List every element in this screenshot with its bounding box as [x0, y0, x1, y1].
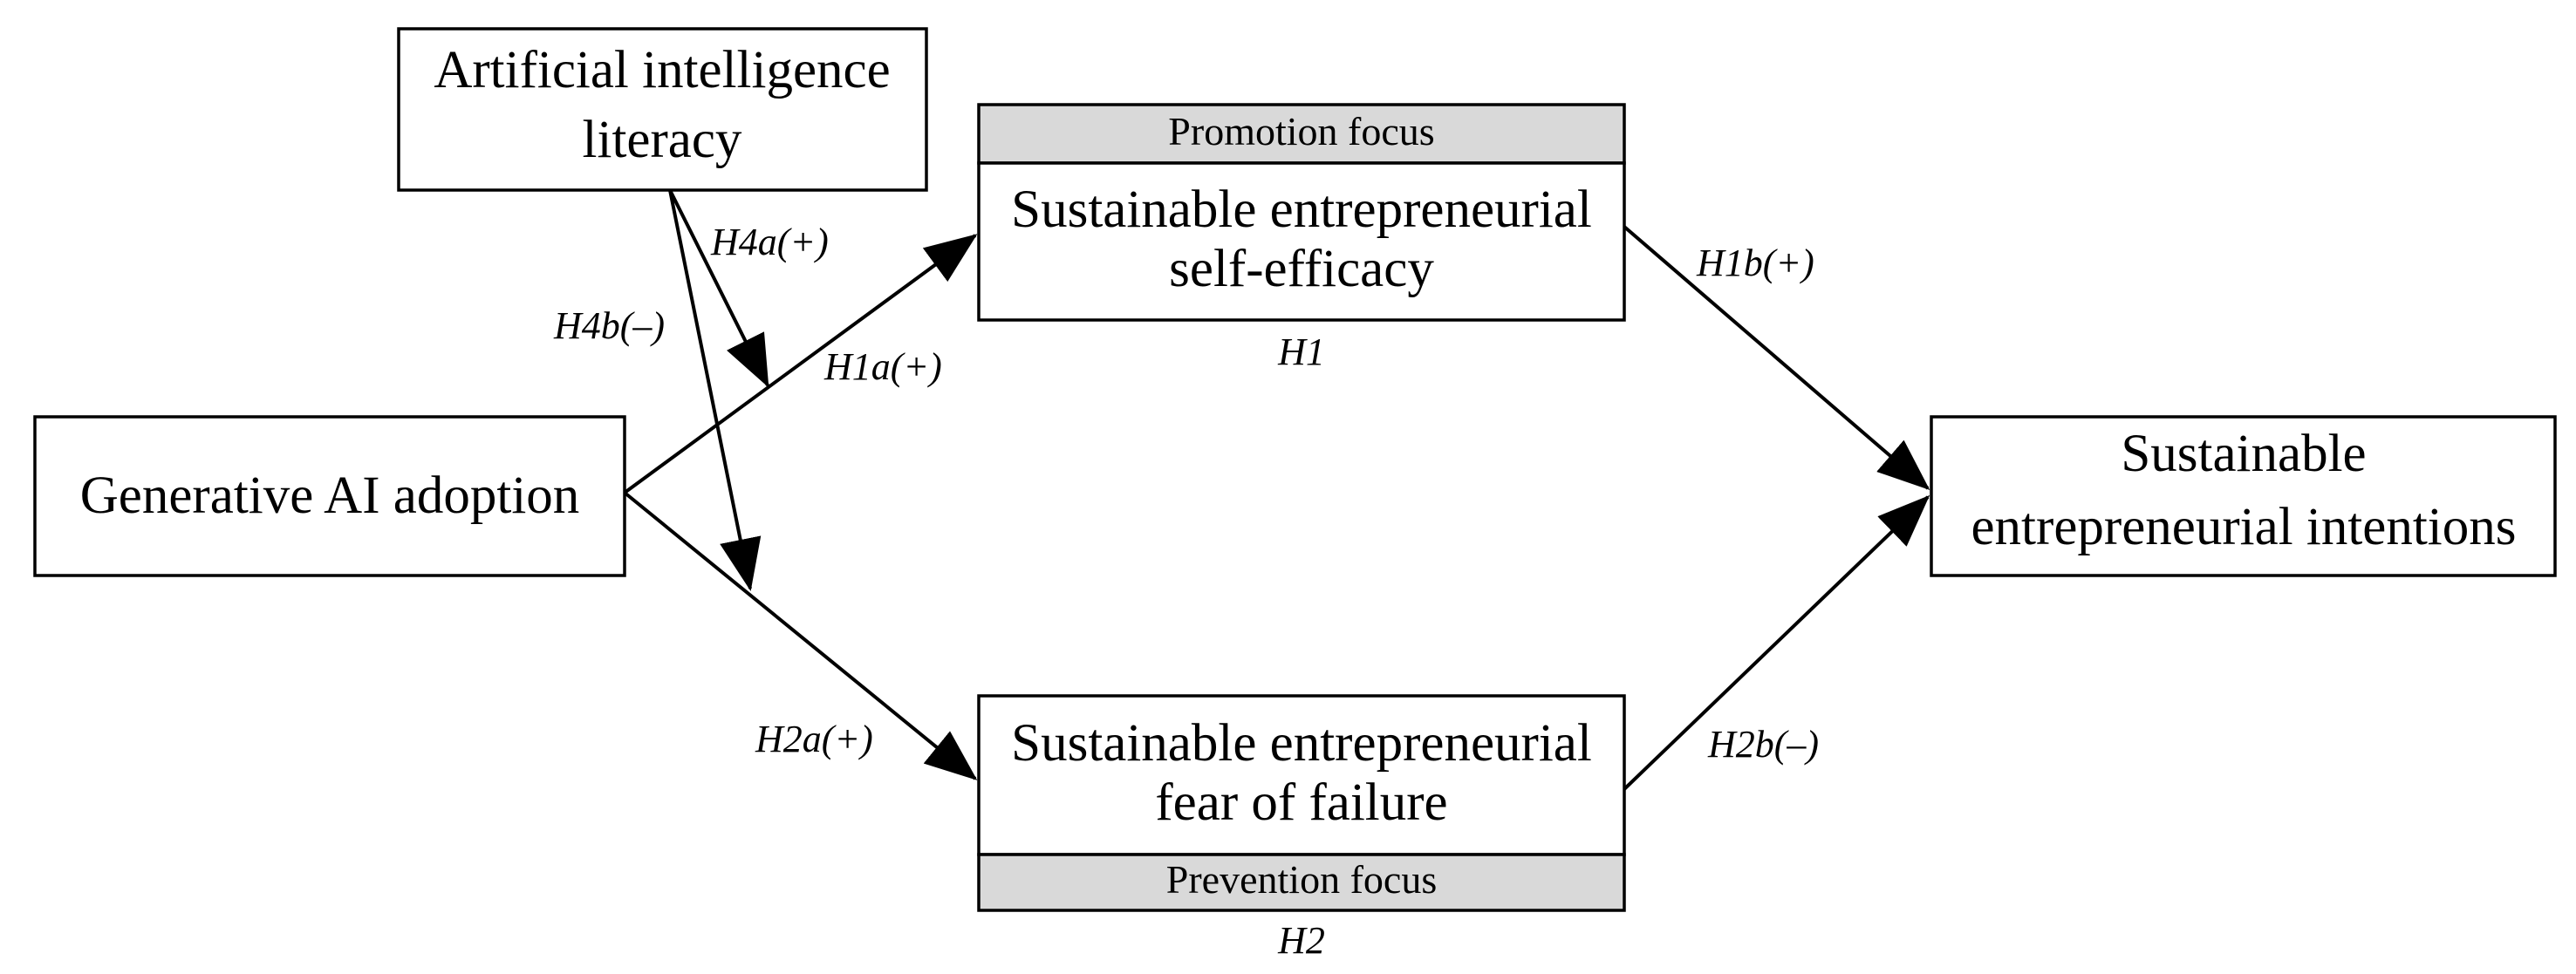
self-efficacy-node: Promotion focus Sustainable entrepreneur…: [977, 103, 1626, 373]
path-label-h4a: H4a(+): [710, 221, 829, 263]
fear-of-failure-node: Sustainable entrepreneurial fear of fail…: [977, 694, 1626, 962]
arrow-h4b: [668, 189, 762, 591]
arrow-h2a: [623, 491, 978, 780]
self-efficacy-label-line1: Sustainable entrepreneurial: [1011, 180, 1592, 239]
arrow-h1a: [623, 234, 978, 494]
intentions-label-line2: entrepreneurial intentions: [1971, 498, 2516, 556]
fear-of-failure-label-line1: Sustainable entrepreneurial: [1011, 714, 1592, 773]
self-efficacy-label-line2: self-efficacy: [1169, 240, 1434, 298]
ai-literacy-node: Artificial intelligence literacy: [397, 27, 928, 192]
intentions-label-line1: Sustainable: [2121, 425, 2366, 483]
arrow-h1b: [1623, 225, 1930, 490]
arrow-h4a: [668, 189, 769, 388]
self-efficacy-caption: H1: [1277, 330, 1325, 373]
prevention-focus-band: [977, 853, 1626, 912]
path-label-h4b: H4b(–): [553, 304, 665, 347]
ai-literacy-label-line1: Artificial intelligence: [434, 41, 890, 99]
genai-adoption-label: Generative AI adoption: [80, 467, 580, 525]
path-label-h2b: H2b(–): [1707, 723, 1819, 766]
fear-of-failure-caption: H2: [1277, 919, 1325, 962]
promotion-focus-band: [977, 103, 1626, 165]
genai-adoption-node: Generative AI adoption: [33, 415, 626, 577]
path-label-h2a: H2a(+): [755, 718, 873, 760]
promotion-focus-label: Promotion focus: [1168, 109, 1434, 153]
path-label-h1a: H1a(+): [823, 345, 942, 388]
path-label-h1b: H1b(+): [1696, 242, 1814, 284]
fear-of-failure-label-line2: fear of failure: [1155, 773, 1447, 832]
intentions-node: Sustainable entrepreneurial intentions: [1930, 415, 2557, 577]
ai-literacy-label-line2: literacy: [583, 111, 742, 169]
prevention-focus-label: Prevention focus: [1166, 857, 1437, 902]
arrow-h2b: [1623, 494, 1930, 791]
